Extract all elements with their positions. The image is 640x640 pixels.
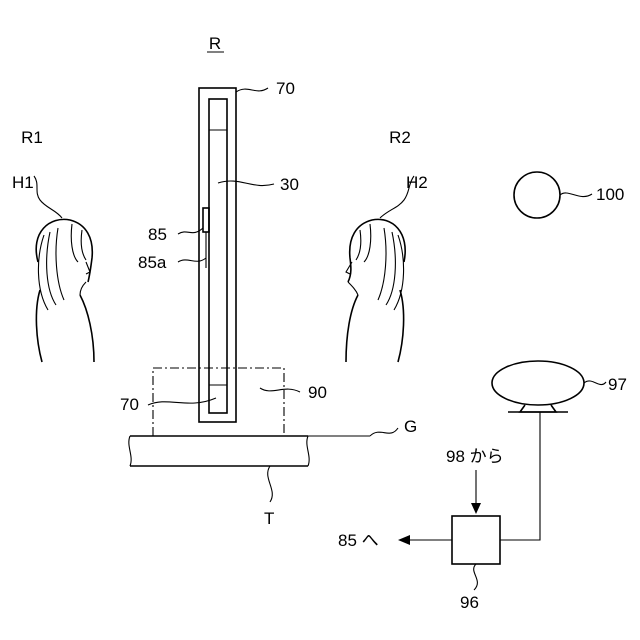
wire-camera-controller [500, 412, 540, 540]
label-region-right: R2 [389, 128, 411, 147]
label-sensor-wire: 85a [138, 253, 167, 272]
label-panel: 30 [280, 175, 299, 194]
label-camera: 97 [608, 375, 627, 394]
panel-assembly [199, 88, 236, 422]
leader-70-top [236, 88, 268, 92]
label-person-right: H2 [406, 173, 428, 192]
output-arrowhead [398, 535, 410, 545]
label-input-from: 98 から [446, 447, 504, 466]
sensor-85 [203, 208, 209, 232]
label-light: 100 [596, 185, 624, 204]
camera-97 [492, 361, 584, 412]
leader-70-bottom [148, 398, 216, 405]
table-T [129, 436, 309, 466]
label-sensor: 85 [148, 225, 167, 244]
panel-30 [209, 99, 227, 413]
label-floor: G [404, 417, 417, 436]
label-person-left: H1 [12, 173, 34, 192]
label-region-left: R1 [21, 128, 43, 147]
light-source-100 [514, 172, 560, 218]
leader-96 [474, 564, 478, 590]
leader-85a [178, 258, 206, 262]
frame-70 [199, 88, 236, 422]
label-base: 90 [308, 383, 327, 402]
label-table: T [264, 509, 274, 528]
label-frame-top: 70 [276, 79, 295, 98]
leader-90 [260, 388, 300, 392]
label-output-to: 85 へ [338, 531, 379, 550]
leader-G [370, 428, 398, 436]
controller-96 [452, 516, 500, 564]
leader-H1 [34, 176, 62, 218]
leader-T [268, 466, 273, 502]
label-room: R [209, 34, 221, 53]
person-H1 [34, 176, 94, 362]
leader-100 [560, 193, 592, 197]
label-controller: 96 [460, 593, 479, 612]
label-frame-bottom: 70 [120, 395, 139, 414]
person-H2 [346, 176, 414, 362]
leader-97 [584, 381, 606, 385]
input-arrowhead [471, 503, 481, 514]
